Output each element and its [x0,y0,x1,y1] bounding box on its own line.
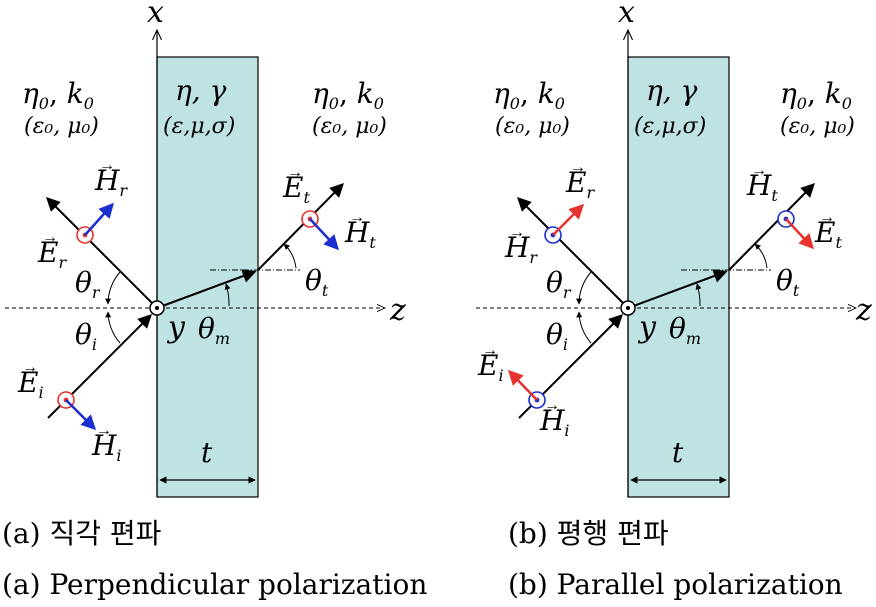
transmitted-h-arrowhat: → [751,162,767,179]
left-medium-label: η0, k0 [22,77,94,113]
incident-h-arrowhat: → [544,397,560,414]
caption-en: (b) Parallel polarization [508,568,843,601]
right-medium-eps-mu: (ε₀, μ₀) [312,114,387,139]
reflected-e-arrowhat: → [42,229,58,246]
transmitted-h-arrowhat: → [349,209,365,226]
caption-ko: (a) 직각 편파 [2,517,161,550]
slab-medium-eps-mu: (ε,μ,σ) [163,114,235,139]
reflected-ray [46,197,158,309]
transmitted-ray [257,183,344,271]
theta-r-arc [105,271,121,305]
incident-e-arrowhat: → [22,359,38,376]
y-axis-label: y [166,310,186,345]
theta-t-label: θt [776,264,800,300]
theta-t-label: θt [305,264,329,300]
incident-e-vector [507,369,538,401]
incident-e-arrowhat: → [482,342,498,359]
theta-i-label: θi [75,318,97,354]
theta-r-label: θr [546,266,572,302]
theta-i-label: θi [546,318,568,354]
refracted-ray [156,269,257,309]
panel-b: x z y η0, k0 (ε₀, μ₀) η, γ (ε,μ,σ) η0, k… [476,0,872,601]
reflected-ray [517,197,629,309]
reflected-h-label: Hr [504,231,538,267]
right-medium-eps-mu: (ε₀, μ₀) [780,114,855,139]
z-axis-label: z [855,293,872,328]
reflected-h-vector [84,202,115,236]
slab-medium-label: η, γ [175,74,227,107]
incident-h-vector [65,399,97,431]
y-axis-label: y [637,310,657,345]
caption-en: (a) Perpendicular polarization [2,568,427,601]
reflected-e-vector [552,203,585,236]
left-medium-eps-mu: (ε₀, μ₀) [24,114,99,139]
reflected-e-label: Er [37,236,67,272]
x-axis-label: x [618,0,635,30]
incident-h-arrowhat: → [96,422,112,439]
incident-e-label: Ei [477,349,504,385]
thickness-label: t [201,436,213,469]
theta-t-arc [754,243,768,269]
transmitted-h-vector [309,218,340,251]
panel-a: x z y η0, k0 (ε₀, μ₀) η, γ (ε,μ,σ) η0, k… [2,0,427,601]
transmitted-ray [728,183,815,271]
incident-h-label: Hi [91,429,122,465]
slab-medium-label: η, γ [646,74,698,107]
reflected-h-arrowhat: → [99,157,115,174]
transmitted-e-arrowhat: → [819,209,835,226]
theta-r-arc [576,271,592,305]
transmitted-e-label: Et [282,171,310,207]
x-axis-label: x [147,0,164,30]
incident-h-label: Hi [539,404,570,440]
theta-m-arc [695,283,702,307]
theta-i-arc [576,311,592,344]
left-medium-label: η0, k0 [493,77,565,113]
theta-r-label: θr [75,266,101,302]
transmitted-e-vector [785,218,815,250]
reflected-h-arrowhat: → [509,224,525,241]
transmitted-e-arrowhat: → [287,164,303,181]
caption-ko: (b) 평행 편파 [508,517,669,550]
right-medium-label: η0, k0 [780,77,852,113]
reflected-h-label: Hr [94,164,128,200]
transmitted-h-label: Ht [344,216,376,252]
theta-m-arc [224,283,231,307]
right-medium-label: η0, k0 [312,77,384,113]
slab-medium-eps-mu: (ε,μ,σ) [634,114,706,139]
incident-e-label: Ei [17,366,44,402]
transmitted-e-label: Et [814,216,842,252]
theta-i-arc [105,311,121,344]
theta-t-arc [283,243,297,269]
transmitted-h-label: Ht [746,169,778,205]
thickness-label: t [672,436,684,469]
z-axis-label: z [389,293,406,328]
reflected-e-arrowhat: → [570,159,586,176]
refracted-ray [627,269,728,309]
reflected-e-label: Er [565,166,595,202]
left-medium-eps-mu: (ε₀, μ₀) [495,114,570,139]
theta-m-label: θm [669,312,701,348]
theta-m-label: θm [198,312,230,348]
